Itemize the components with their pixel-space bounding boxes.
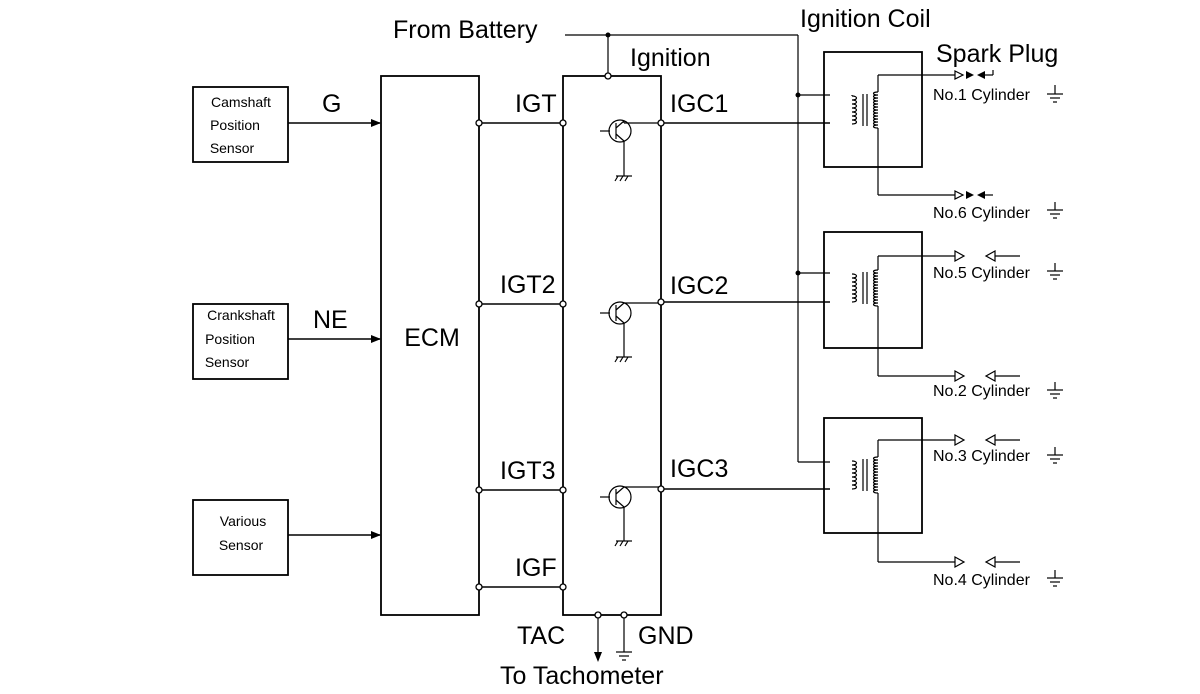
ignition-coil-3 bbox=[823, 417, 955, 563]
svg-text:Sensor: Sensor bbox=[205, 354, 250, 370]
igc3-label: IGC3 bbox=[670, 455, 728, 483]
spark-plug-no4 bbox=[954, 556, 1020, 568]
cylinder-no1-label: No.1 Cylinder bbox=[933, 87, 1031, 104]
camshaft-position-sensor: Camshaft Position Sensor bbox=[192, 86, 289, 163]
g-signal-label: G bbox=[322, 90, 341, 118]
cylinder-no2-label: No.2 Cylinder bbox=[933, 383, 1031, 400]
battery-line bbox=[565, 32, 830, 463]
spark-plug-no3 bbox=[954, 434, 1020, 446]
transistor-3 bbox=[600, 485, 661, 547]
ground-no1 bbox=[1046, 85, 1064, 103]
ground-no3 bbox=[1046, 447, 1064, 464]
ground-no4 bbox=[1046, 570, 1064, 587]
spark-plug-no1 bbox=[954, 70, 994, 80]
spark-plug-no5 bbox=[954, 250, 1020, 262]
igt1-label: IGT bbox=[515, 90, 557, 118]
igniter-box: Ignition bbox=[562, 44, 711, 616]
tac-gnd-lines bbox=[594, 611, 633, 662]
cylinder-no5-label: No.5 Cylinder bbox=[933, 265, 1031, 282]
igf-label: IGF bbox=[515, 554, 557, 582]
cylinder-no4-label: No.4 Cylinder bbox=[933, 572, 1031, 589]
spark-plug-label: Spark Plug bbox=[936, 40, 1058, 68]
svg-text:Crankshaft: Crankshaft bbox=[207, 307, 275, 323]
transistor-2 bbox=[600, 301, 661, 363]
ecm-label: ECM bbox=[404, 324, 460, 352]
ignition-coil-1 bbox=[823, 51, 955, 196]
spark-plug-no2 bbox=[954, 370, 1020, 382]
igt3-label: IGT3 bbox=[500, 457, 556, 485]
various-sensor: Various Sensor bbox=[192, 499, 289, 576]
from-battery-label: From Battery bbox=[393, 16, 538, 44]
svg-text:Camshaft: Camshaft bbox=[211, 94, 271, 110]
ground-no5 bbox=[1046, 263, 1064, 280]
ecm-igniter-lines bbox=[475, 119, 567, 591]
igt2-label: IGT2 bbox=[500, 271, 556, 299]
igc1-label: IGC1 bbox=[670, 90, 728, 118]
svg-text:Sensor: Sensor bbox=[210, 140, 255, 156]
svg-text:Position: Position bbox=[210, 117, 260, 133]
cylinder-no3-label: No.3 Cylinder bbox=[933, 448, 1031, 465]
svg-text:Various: Various bbox=[220, 513, 266, 529]
ground-no2 bbox=[1046, 382, 1064, 399]
ecm-box: ECM bbox=[380, 75, 480, 616]
ignition-label: Ignition bbox=[630, 44, 711, 72]
gnd-label: GND bbox=[638, 622, 694, 650]
svg-text:Position: Position bbox=[205, 331, 255, 347]
ne-signal-label: NE bbox=[313, 306, 348, 334]
cylinder-no6-label: No.6 Cylinder bbox=[933, 205, 1031, 222]
ground-no6 bbox=[1046, 202, 1064, 219]
igc2-label: IGC2 bbox=[670, 272, 728, 300]
tac-label: TAC bbox=[517, 622, 565, 650]
svg-text:Sensor: Sensor bbox=[219, 537, 264, 553]
spark-plug-no6 bbox=[954, 190, 993, 200]
igc-lines bbox=[657, 119, 830, 493]
transistor-1 bbox=[600, 119, 661, 182]
ignition-coil-2 bbox=[823, 231, 955, 377]
crankshaft-position-sensor: Crankshaft Position Sensor bbox=[192, 303, 289, 380]
ignition-coil-label: Ignition Coil bbox=[800, 5, 931, 33]
to-tachometer-label: To Tachometer bbox=[500, 662, 664, 690]
